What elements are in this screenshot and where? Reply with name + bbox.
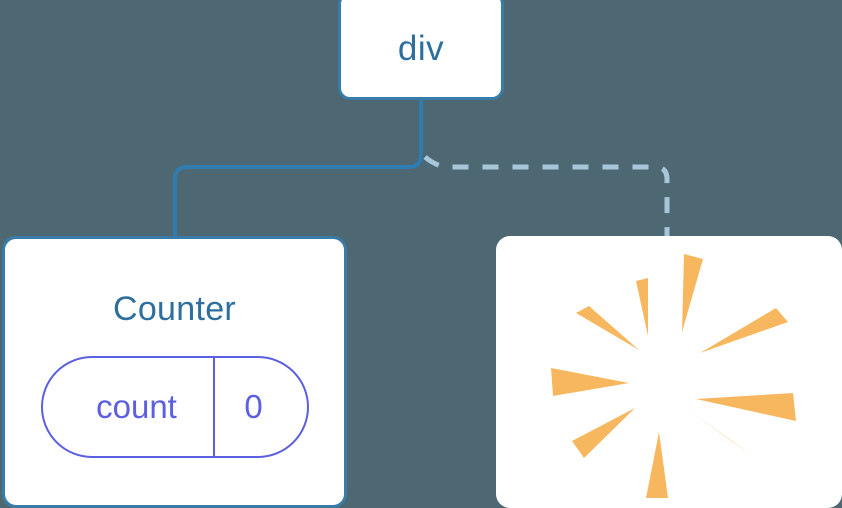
- node-div[interactable]: div: [338, 0, 504, 100]
- state-pill-divider: [212, 358, 215, 456]
- burst-ray: [688, 410, 751, 455]
- state-pill-key: count: [96, 388, 177, 425]
- burst-ray: [551, 368, 629, 396]
- edge-div-to-burst: [423, 155, 670, 236]
- sparkle-burst-icon: [551, 254, 796, 498]
- burst-ray: [696, 393, 796, 421]
- burst-ray: [576, 306, 639, 350]
- burst-ray: [700, 308, 788, 353]
- burst-ray: [682, 254, 703, 332]
- state-pill-value: 0: [244, 388, 263, 425]
- node-render-burst[interactable]: [496, 236, 842, 508]
- node-div-label: div: [397, 28, 445, 68]
- edge-div-to-counter: [173, 98, 423, 238]
- burst-ray: [636, 278, 648, 336]
- node-counter[interactable]: Counter count 0: [2, 236, 347, 508]
- state-pill[interactable]: count 0: [40, 356, 309, 458]
- node-counter-label: Counter: [112, 290, 237, 328]
- burst-ray: [646, 432, 668, 498]
- burst-ray: [572, 408, 635, 458]
